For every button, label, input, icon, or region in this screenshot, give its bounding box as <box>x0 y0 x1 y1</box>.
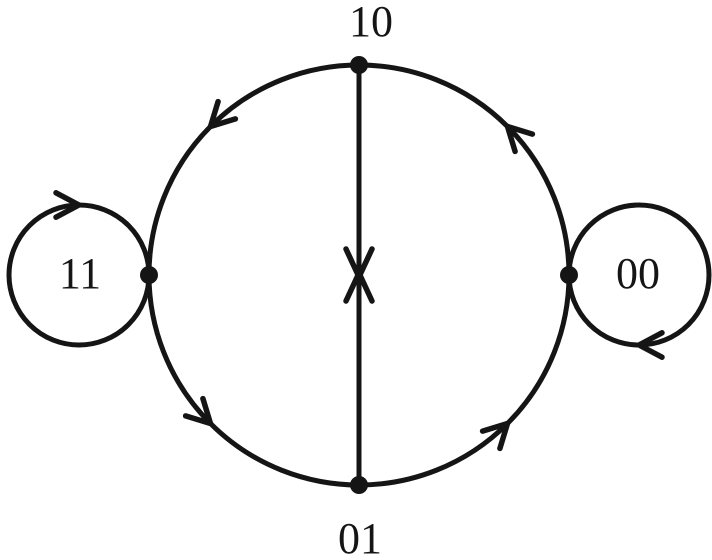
arrowhead-00-self-loop <box>636 330 665 360</box>
node-dot-00 <box>560 266 578 284</box>
node-dot-01 <box>350 476 368 494</box>
arrowhead-01-to-00 <box>479 420 511 452</box>
arrowhead-10-to-11 <box>207 98 239 130</box>
node-label-01: 01 <box>338 514 382 560</box>
arrowhead-01-to-10 <box>343 270 375 304</box>
node-label-11: 11 <box>59 249 101 298</box>
arrowhead-11-self-loop <box>53 190 82 220</box>
node-dot-10 <box>350 56 368 74</box>
arrowhead-11-to-01 <box>182 395 214 427</box>
node-label-00: 00 <box>616 249 660 298</box>
diagram-ink-group: 10 01 11 00 <box>6 0 712 560</box>
arrowhead-00-to-10 <box>504 123 536 155</box>
node-dot-11 <box>140 266 158 284</box>
node-label-10: 10 <box>349 0 393 46</box>
